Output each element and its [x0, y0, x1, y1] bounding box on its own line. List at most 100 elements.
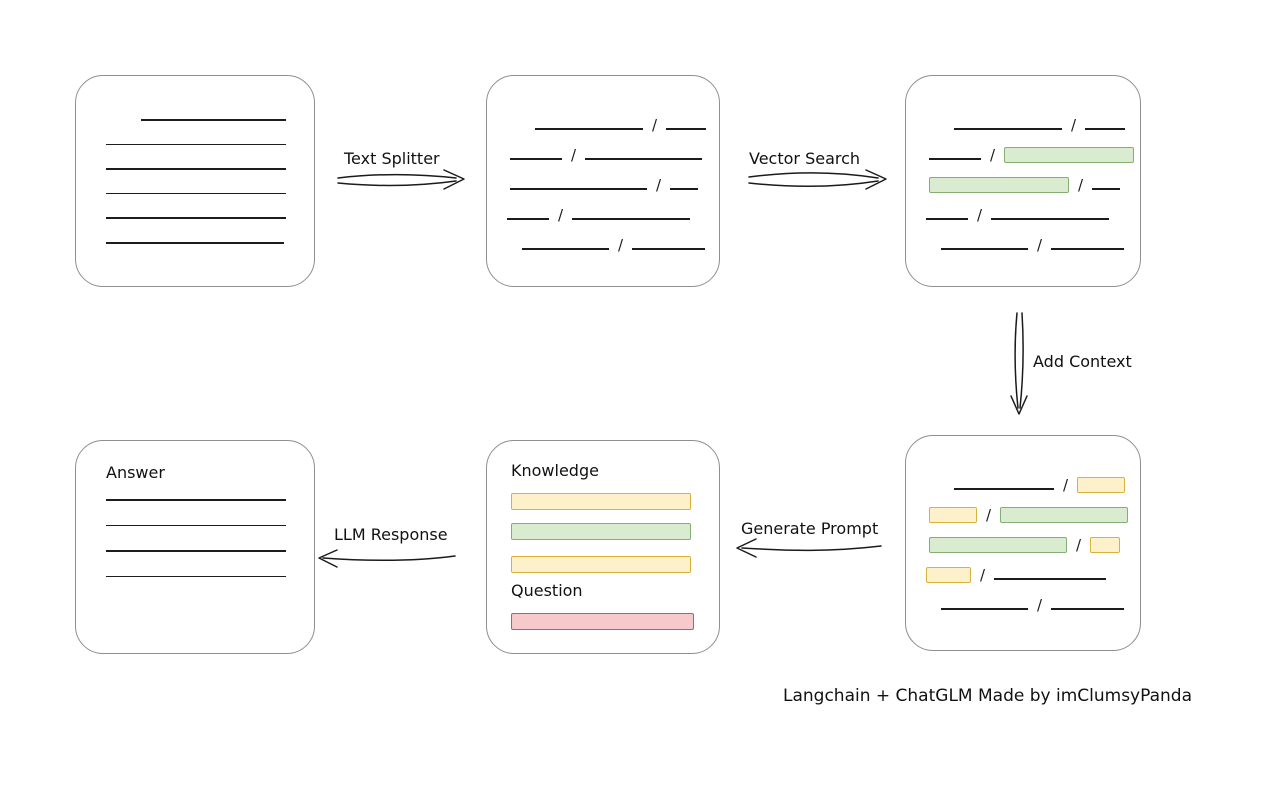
yellow-chunk-chip — [929, 507, 977, 523]
slash-separator: / — [1071, 116, 1077, 134]
text-line — [632, 248, 706, 250]
text-line — [941, 248, 1028, 250]
text-line — [106, 241, 284, 244]
chunk-row: / — [926, 113, 1140, 133]
chunk-row: / — [926, 593, 1140, 613]
chunk-row: / — [926, 233, 1140, 253]
answer-inner: Answer — [76, 441, 314, 483]
text-line — [585, 158, 703, 160]
footer-credit: Langchain + ChatGLM Made by imClumsyPand… — [783, 686, 1192, 706]
context-chunks-rows: / / / / / — [906, 436, 1140, 613]
slash-separator: / — [990, 146, 996, 164]
yellow-chunk-chip — [926, 567, 971, 583]
prompt-inner: Knowledge Question — [487, 441, 719, 630]
answer-label: Answer — [106, 463, 165, 482]
text-line — [510, 158, 562, 160]
slash-separator: / — [980, 566, 986, 584]
text-line — [106, 524, 286, 527]
yellow-chunk-chip — [1090, 537, 1121, 553]
vector-search-label: Vector Search — [749, 149, 861, 168]
text-line — [1092, 188, 1121, 190]
chunk-row: / — [926, 143, 1140, 163]
text-line — [1085, 128, 1126, 130]
slash-separator: / — [1063, 476, 1069, 494]
chunk-row: / — [926, 533, 1140, 553]
slash-separator: / — [977, 206, 983, 224]
slash-separator: / — [1078, 176, 1084, 194]
text-line — [106, 499, 286, 501]
text-line — [106, 575, 286, 578]
chunk-row: / — [926, 173, 1140, 193]
green-chunk-chip — [1004, 147, 1135, 163]
text-line — [522, 248, 609, 250]
split-chunks-rows: / / / / / — [487, 76, 719, 253]
text-line — [106, 143, 286, 146]
text-line — [954, 488, 1054, 490]
text-line — [929, 158, 981, 160]
text-line — [106, 168, 286, 170]
chunk-row: / — [507, 143, 719, 163]
text-line — [1051, 248, 1125, 250]
question-chunk-red — [511, 613, 694, 630]
text-line — [994, 578, 1107, 580]
question-label: Question — [511, 581, 583, 600]
vector-search-arrow — [748, 169, 887, 190]
chunk-row: / — [926, 503, 1140, 523]
green-chunk-chip — [929, 537, 1067, 553]
slash-separator: / — [1076, 536, 1082, 554]
knowledge-chunk-yellow-1 — [511, 493, 691, 510]
text-splitter-arrow — [337, 169, 465, 190]
search-results-rows: / / / / / — [906, 76, 1140, 253]
generate-prompt-label: Generate Prompt — [741, 519, 879, 538]
slash-separator: / — [558, 206, 564, 224]
slash-separator: / — [986, 506, 992, 524]
text-line — [991, 218, 1110, 220]
text-line — [666, 128, 707, 130]
green-chunk-chip — [1000, 507, 1129, 523]
document-lines — [76, 76, 314, 244]
text-line — [141, 119, 286, 121]
text-line — [106, 217, 286, 219]
context-chunks-box: / / / / / — [905, 435, 1141, 651]
chunk-row: / — [507, 203, 719, 223]
search-results-box: / / / / / — [905, 75, 1141, 287]
knowledge-chunk-green — [511, 523, 691, 540]
generate-prompt-arrow — [736, 538, 882, 558]
chunk-row: / — [507, 233, 719, 253]
chunk-row: / — [507, 113, 719, 133]
chunk-row: / — [926, 563, 1140, 583]
green-chunk-chip — [929, 177, 1069, 193]
slash-separator: / — [1037, 596, 1043, 614]
slash-separator: / — [656, 176, 662, 194]
answer-box: Answer — [75, 440, 315, 654]
slash-separator: / — [652, 116, 658, 134]
text-line — [106, 550, 286, 552]
slash-separator: / — [1037, 236, 1043, 254]
add-context-label: Add Context — [1033, 352, 1132, 371]
text-line — [926, 218, 968, 220]
text-line — [507, 218, 549, 220]
yellow-chunk-chip — [1077, 477, 1126, 493]
knowledge-chunk-yellow-2 — [511, 556, 691, 573]
llm-response-label: LLM Response — [334, 525, 448, 544]
text-line — [535, 128, 643, 130]
text-line — [954, 128, 1062, 130]
chunk-row: / — [926, 473, 1140, 493]
text-line — [510, 188, 647, 190]
text-splitter-label: Text Splitter — [344, 149, 440, 168]
text-line — [572, 218, 691, 220]
answer-lines — [76, 483, 314, 578]
prompt-box: Knowledge Question — [486, 440, 720, 654]
add-context-arrow — [1010, 312, 1028, 415]
split-chunks-box: / / / / / — [486, 75, 720, 287]
text-line — [670, 188, 699, 190]
text-line — [106, 192, 286, 195]
chunk-row: / — [926, 203, 1140, 223]
slash-separator: / — [618, 236, 624, 254]
llm-response-arrow — [318, 549, 456, 568]
slash-separator: / — [571, 146, 577, 164]
chunk-row: / — [507, 173, 719, 193]
text-line — [941, 608, 1028, 610]
document-box — [75, 75, 315, 287]
knowledge-label: Knowledge — [511, 461, 599, 480]
